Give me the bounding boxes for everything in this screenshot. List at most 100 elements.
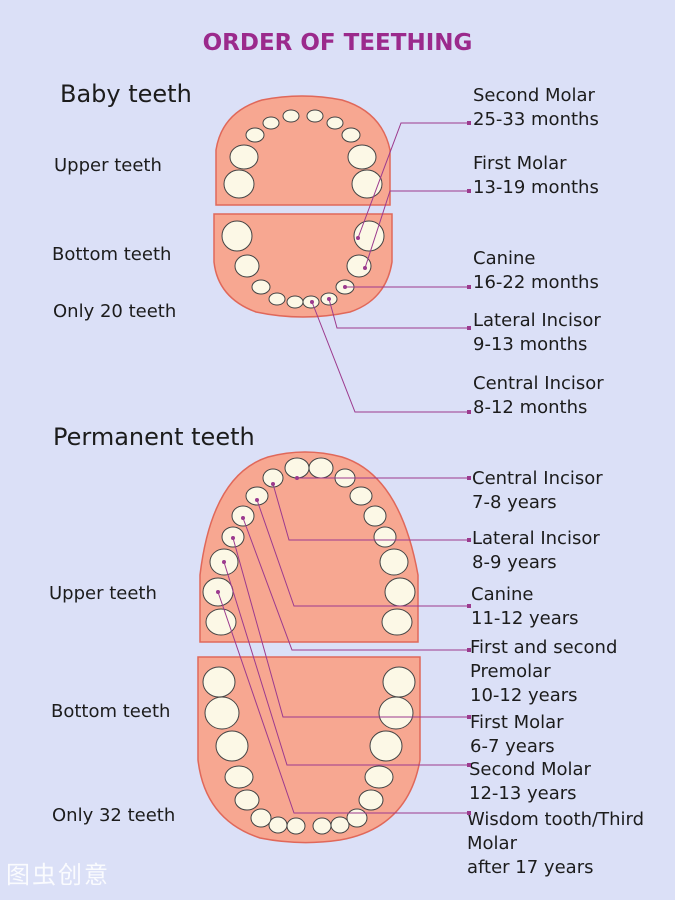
baby-leader-central-incisor-start-dot [310, 300, 314, 304]
permanent-lower-tooth-left-2 [250, 808, 272, 828]
permanent-lower-tooth-right-4 [364, 765, 394, 789]
baby-leader-canine-start-dot [343, 285, 347, 289]
baby-upper-tooth-right-3 [347, 144, 377, 170]
permanent-lower-tooth-left-7 [202, 666, 236, 698]
permanent-upper-tooth-right-5 [379, 548, 409, 576]
baby-leader-second-molar-start-dot [356, 236, 360, 240]
teeth-group [202, 109, 416, 835]
permanent-lower-tooth-left-0 [286, 817, 306, 835]
permanent-leader-premolar-start-dot [241, 516, 245, 520]
baby-count-label: Only 20 teeth [53, 301, 177, 322]
baby-upper-tooth-right-0 [306, 109, 324, 123]
baby-upper-tooth-right-4 [351, 169, 383, 199]
baby-leader-central-incisor [311, 301, 469, 413]
baby-leader-lateral-incisor [328, 298, 469, 329]
baby-leader-canine-marker [467, 285, 471, 289]
permanent-upper-tooth-left-7 [205, 608, 237, 636]
permanent-lower-tooth-left-5 [215, 730, 249, 762]
permanent-lower-tooth-left-4 [224, 765, 254, 789]
permanent-leader-first-molar-start-dot [231, 536, 235, 540]
page-title: ORDER OF TEETHING [202, 30, 473, 56]
permanent-upper-tooth-left-0 [284, 457, 310, 479]
permanent-leader-wisdom-tooth-marker [467, 811, 471, 815]
permanent-lower-tooth-right-6 [378, 696, 414, 730]
permanent-upper-tooth-right-2 [349, 486, 373, 506]
permanent-upper-tooth-left-2 [245, 486, 269, 506]
permanent-leader-central-incisor-marker [467, 476, 471, 480]
baby-leader-first-molar-marker [467, 189, 471, 193]
permanent-leader-wisdom-tooth-start-dot [216, 590, 220, 594]
permanent-upper-tooth-right-3 [363, 505, 387, 527]
watermark: 图虫创意 [6, 861, 110, 889]
permanent-leader-first-molar-marker [467, 715, 471, 719]
permanent-upper-tooth-left-1 [262, 468, 284, 488]
baby-upper-tooth-left-1 [262, 116, 280, 130]
baby-leader-second-molar-marker [467, 121, 471, 125]
leader-lines-group [216, 121, 471, 815]
permanent-upper-tooth-right-4 [373, 526, 397, 548]
permanent-upper-label: Upper teeth [49, 583, 157, 604]
permanent-leader-second-molar [223, 561, 469, 766]
permanent-lower-tooth-left-3 [234, 789, 260, 811]
baby-lower-tooth-left-1 [268, 292, 286, 306]
baby-upper-tooth-right-1 [326, 116, 344, 130]
baby-leader-first-molar-start-dot [363, 266, 367, 270]
baby-leader-central-incisor-marker [467, 410, 471, 414]
permanent-lower-tooth-right-1 [330, 816, 350, 834]
baby-upper-tooth-right-2 [341, 127, 361, 143]
baby-upper-gum [215, 95, 391, 206]
baby-lower-tooth-right-3 [346, 254, 372, 278]
baby-leader-lateral-incisor-marker [467, 326, 471, 330]
permanent-leader-central-incisor-start-dot [295, 476, 299, 480]
baby-leader-second-molar [357, 122, 469, 239]
permanent-leader-canine-marker [467, 604, 471, 608]
permanent-bottom-label: Bottom teeth [51, 701, 171, 722]
permanent-lower-tooth-right-7 [382, 666, 416, 698]
permanent-leader-premolar-marker [467, 648, 471, 652]
permanent-lower-tooth-left-6 [204, 696, 240, 730]
baby-bottom-label: Bottom teeth [52, 244, 172, 265]
permanent-upper-tooth-right-6 [384, 577, 416, 607]
permanent-leader-second-molar-marker [467, 763, 471, 767]
permanent-lower-tooth-right-0 [312, 817, 332, 835]
permanent-leader-premolar [242, 517, 469, 651]
baby-upper-tooth-left-3 [229, 144, 259, 170]
permanent-upper-tooth-right-7 [381, 608, 413, 636]
baby-lower-tooth-left-2 [251, 279, 271, 295]
baby-leader-lateral-incisor-start-dot [327, 297, 331, 301]
permanent-lower-tooth-right-3 [358, 789, 384, 811]
baby-upper-tooth-left-2 [245, 127, 265, 143]
baby-lower-tooth-left-3 [234, 254, 260, 278]
permanent-leader-wisdom-tooth [217, 591, 469, 814]
permanent-heading: Permanent teeth [53, 423, 255, 451]
baby-heading: Baby teeth [60, 80, 192, 108]
permanent-leader-lateral-incisor [272, 483, 469, 541]
permanent-leader-lateral-incisor-marker [467, 538, 471, 542]
permanent-leader-canine [256, 499, 469, 607]
permanent-leader-second-molar-start-dot [222, 560, 226, 564]
permanent-lower-tooth-right-2 [346, 808, 368, 828]
baby-upper-tooth-left-0 [282, 109, 300, 123]
permanent-leader-lateral-incisor-start-dot [271, 482, 275, 486]
permanent-lower-tooth-right-5 [369, 730, 403, 762]
baby-lower-tooth-left-0 [286, 295, 304, 309]
permanent-upper-tooth-right-0 [308, 457, 334, 479]
baby-leader-first-molar [364, 190, 469, 269]
permanent-lower-tooth-left-1 [268, 816, 288, 834]
baby-lower-tooth-left-4 [221, 220, 253, 252]
permanent-leader-canine-start-dot [255, 498, 259, 502]
baby-upper-label: Upper teeth [54, 155, 162, 176]
